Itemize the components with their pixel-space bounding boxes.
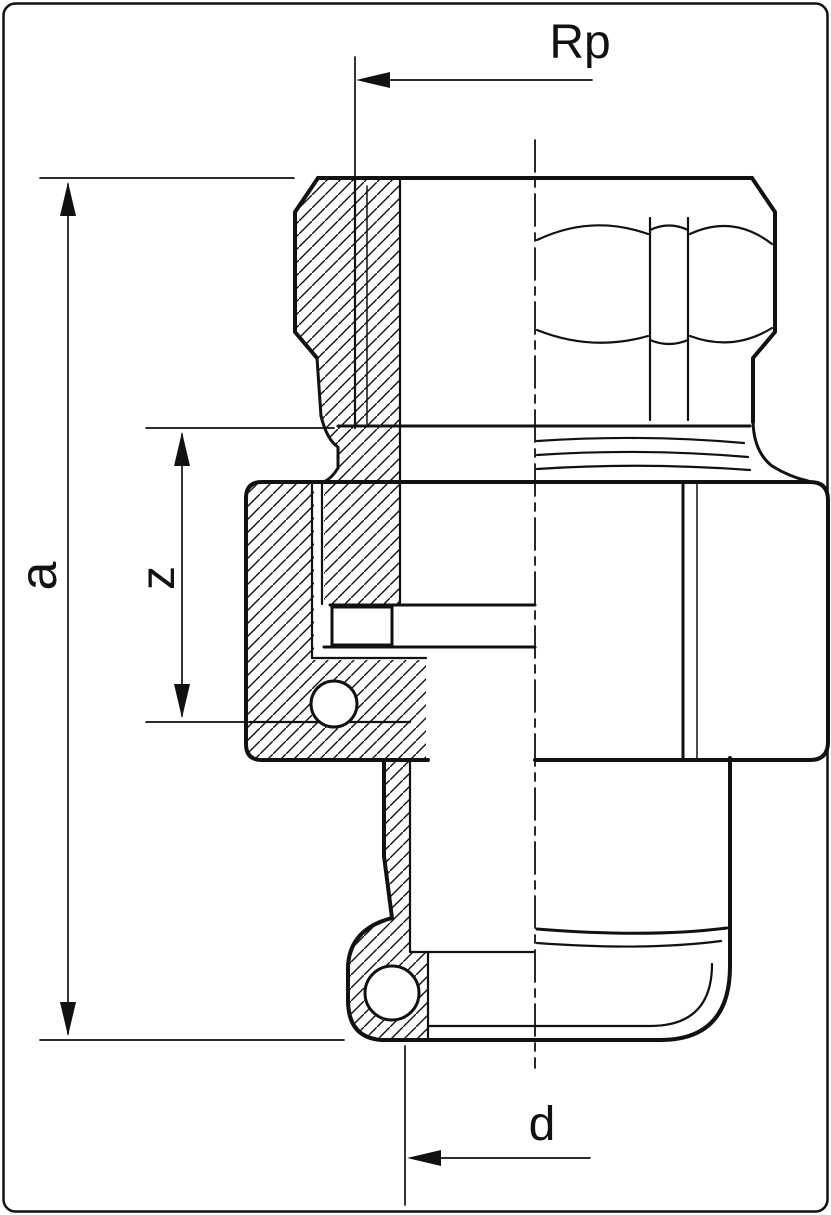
section-hatch-regions <box>248 178 428 1038</box>
union-nut <box>244 480 830 762</box>
hex-bottom-chamfer-arc-2 <box>648 338 690 346</box>
bead-top-curve-2 <box>535 939 723 948</box>
hex-top-chamfer-arc-2 <box>648 224 690 232</box>
hex-bottom-chamfer-arc-3 <box>688 326 774 344</box>
nut-oring-seal <box>309 679 359 729</box>
shoulder-curve-2 <box>535 450 750 459</box>
body-section-hatch <box>295 178 400 605</box>
dimension-rp: Rp <box>354 16 611 179</box>
dimension-a: a <box>10 177 345 1041</box>
hex-left-profile <box>293 176 320 360</box>
dimension-z: z <box>132 427 335 723</box>
shoulder-outer-curve <box>751 420 810 483</box>
shoulder-transition <box>535 420 810 483</box>
a-arrowhead-top-icon <box>60 182 76 216</box>
shoulder-curve-3 <box>535 464 752 472</box>
nut-oring-backing <box>311 681 357 727</box>
hex-top-chamfer-arc-1 <box>535 224 650 242</box>
flat-gasket-seal <box>330 605 394 647</box>
socket-inner-bottom-contour <box>426 962 714 1028</box>
bead-top-curve-1 <box>535 926 729 935</box>
hex-right-profile <box>750 176 777 424</box>
dimension-d: d <box>404 1045 591 1206</box>
threaded-hex-end <box>293 176 777 607</box>
hex-top-chamfer-arc-3 <box>688 224 774 246</box>
shoulder-curve-1 <box>535 436 746 445</box>
d-label: d <box>529 1098 556 1151</box>
press-socket-section-hatch <box>348 762 428 1038</box>
socket-bottom-right-outline <box>380 756 732 1042</box>
z-arrowhead-bottom-icon <box>174 684 190 718</box>
rp-label: Rp <box>549 16 610 69</box>
rp-arrowhead-icon <box>356 72 390 88</box>
nut-right-outline <box>322 480 830 762</box>
nut-left-outline <box>244 480 430 762</box>
bead-oring-seal <box>363 964 421 1022</box>
a-arrowhead-bottom-icon <box>60 1002 76 1036</box>
z-label: z <box>132 566 185 590</box>
neck-left-profile <box>315 356 340 484</box>
a-label: a <box>10 561 68 590</box>
bead-oring-backing <box>365 966 419 1020</box>
d-arrowhead-icon <box>407 1150 441 1166</box>
gasket-backing <box>332 607 392 645</box>
press-socket-end <box>346 756 732 1042</box>
hex-bottom-chamfer-arc-1 <box>535 328 650 344</box>
socket-left-outline <box>346 758 394 1042</box>
z-arrowhead-top-icon <box>174 432 190 466</box>
union-nut-section-hatch <box>248 483 426 760</box>
